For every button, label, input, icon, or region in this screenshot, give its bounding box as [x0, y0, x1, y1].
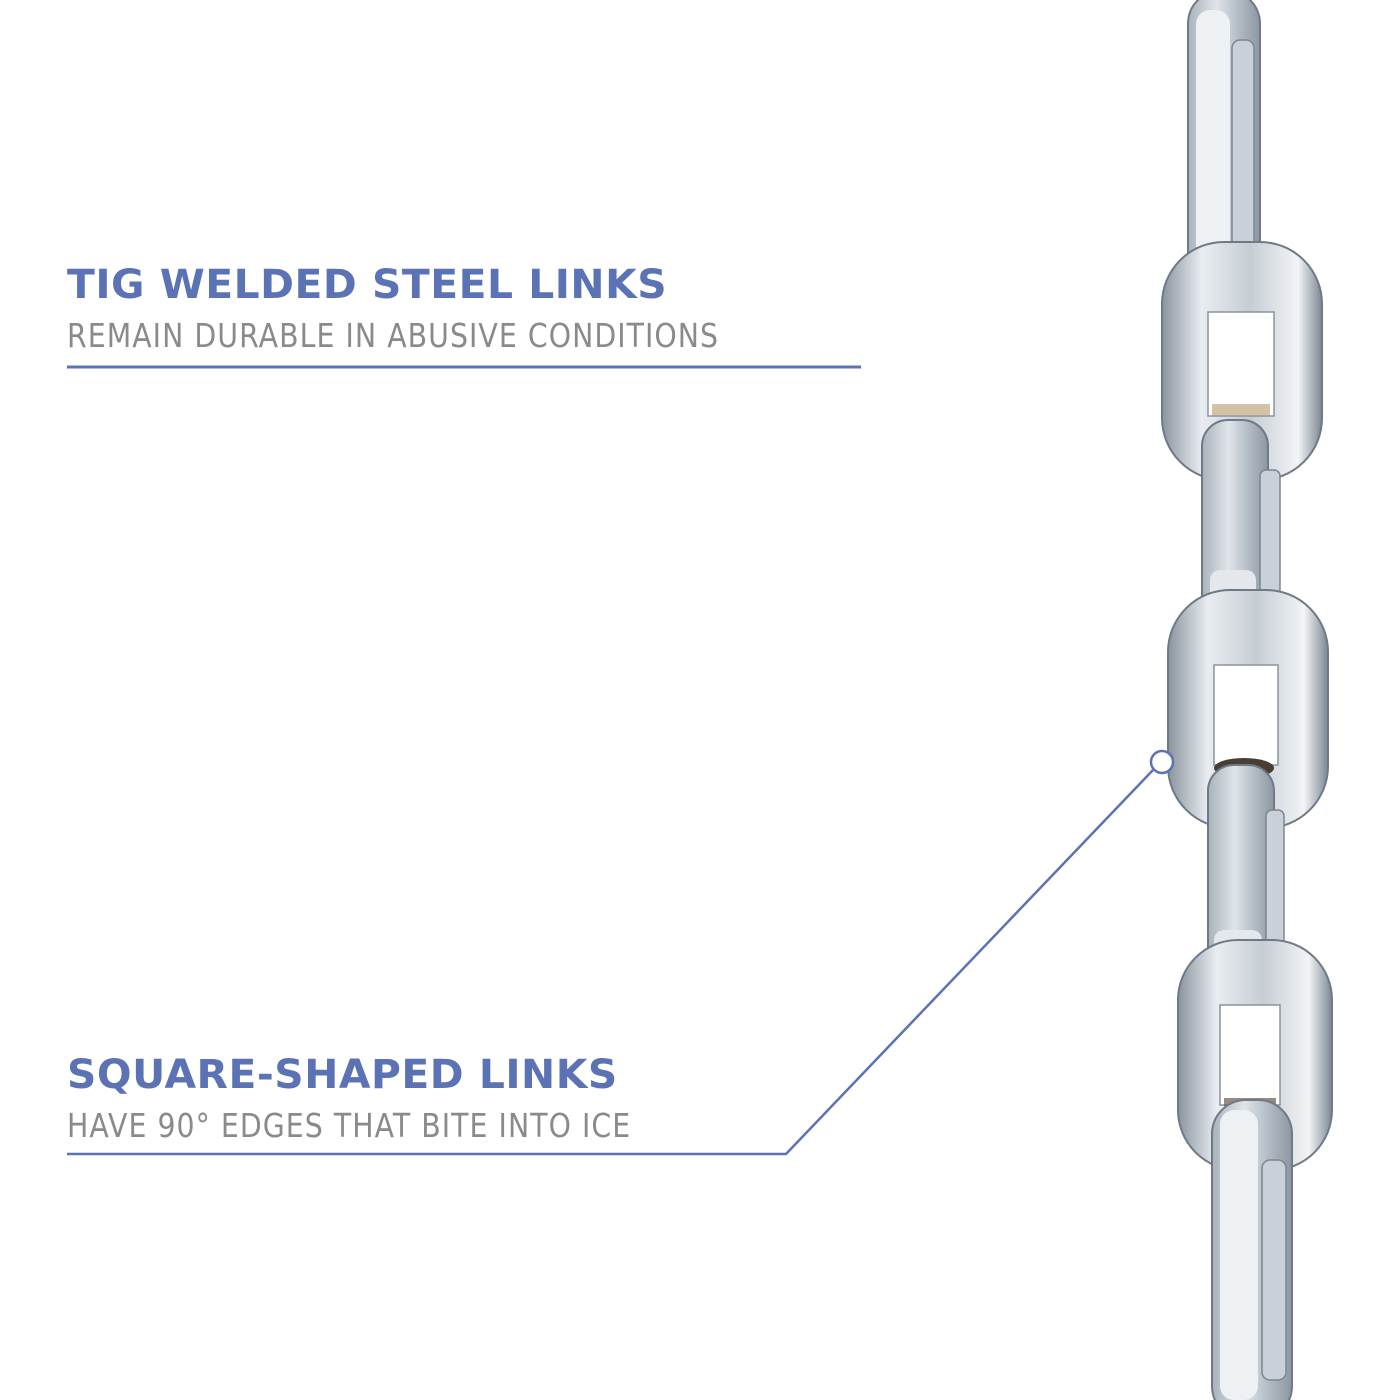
callout-title: SQUARE-SHAPED LINKS: [67, 1052, 618, 1098]
chain-link-1: [1187, 0, 1261, 311]
callout-square-shaped: SQUARE-SHAPED LINKS HAVE 90° EDGES THAT …: [67, 1055, 723, 1142]
callout-subtitle: REMAIN DURABLE IN ABUSIVE CONDITIONS: [67, 316, 720, 355]
chain-link-7: [1211, 1099, 1293, 1400]
leader-line: [67, 769, 1154, 1156]
chain-link-6: [1177, 939, 1333, 1171]
chain-link-4: [1167, 589, 1329, 829]
circle-marker-icon: [1149, 749, 1175, 775]
callout-subtitle: HAVE 90° EDGES THAT BITE INTO ICE: [67, 1106, 632, 1145]
callout-tig-welded: TIG WELDED STEEL LINKS REMAIN DURABLE IN…: [67, 265, 825, 352]
callout-title: TIG WELDED STEEL LINKS: [67, 262, 668, 308]
